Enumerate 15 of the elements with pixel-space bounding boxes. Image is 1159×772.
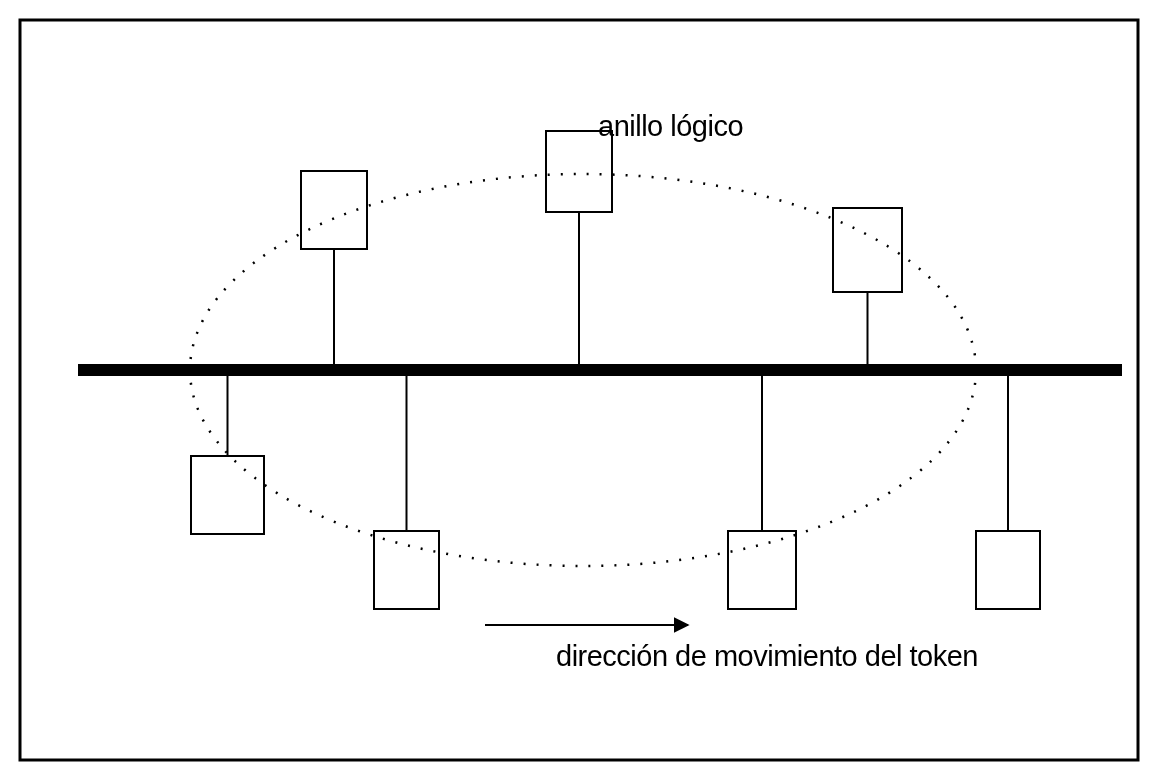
station-box [975, 530, 1041, 610]
drop-line [578, 212, 580, 365]
drop-line [333, 249, 335, 365]
station-box [190, 455, 265, 535]
drop-line [405, 375, 408, 531]
drop-line [866, 292, 869, 365]
station-box [300, 170, 368, 250]
station-box [832, 207, 903, 293]
station-box [727, 530, 797, 610]
drop-line [761, 375, 763, 531]
diagram-label: anillo lógico [598, 110, 744, 143]
drop-line [1007, 375, 1009, 531]
station-box [373, 530, 440, 610]
diagram-label: dirección de movimiento del token [556, 640, 978, 673]
drop-line [226, 375, 229, 456]
